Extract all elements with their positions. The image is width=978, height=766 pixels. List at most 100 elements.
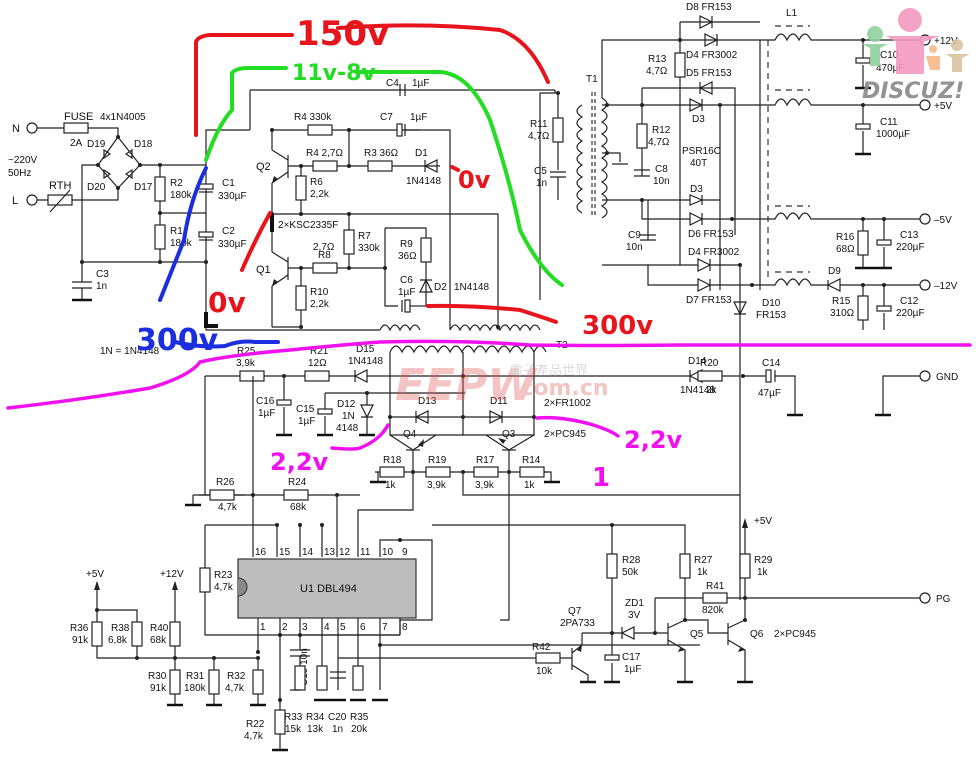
q3-label: Q3 <box>502 429 516 440</box>
q-pair-label: 2×KSC2335F <box>278 220 338 231</box>
psr-sub: 40T <box>690 158 707 169</box>
r14-label: R14 <box>522 455 541 466</box>
r21-value: 12Ω <box>308 358 327 369</box>
power-good-section: R28 50k R27 1k +5V R29 1k R41 820k PG ZD… <box>432 516 951 684</box>
r23-label: R23 <box>214 570 233 581</box>
r12-value: 4,7Ω <box>648 137 670 148</box>
r25-label: R25 <box>237 346 256 357</box>
d12-value2: 4148 <box>336 423 359 434</box>
d10-value: FR153 <box>756 310 786 321</box>
c20-label: C20 <box>328 712 347 723</box>
c13-value: 220µF <box>896 242 925 253</box>
eepw-text: EEPW <box>395 360 538 411</box>
r25-value: 3,9k <box>236 358 256 369</box>
zd1-value: 3V <box>628 610 641 621</box>
ic-pin-14: 14 <box>302 547 314 558</box>
terminal-minus12v[interactable] <box>919 279 931 291</box>
r2-value: 180k <box>170 190 193 201</box>
diode-note: 1N = 1N4148 <box>100 346 160 357</box>
transistor-q7 <box>571 633 589 682</box>
terminal-gnd[interactable] <box>919 370 931 382</box>
driver-section: R25 3,9k R21 12Ω D15 1N4148 C16 1µF C15 … <box>185 344 958 513</box>
r31-label: R31 <box>186 671 205 682</box>
ic-pin-10: 10 <box>382 547 394 558</box>
c12-value: 220µF <box>896 308 925 319</box>
r41-label: R41 <box>706 581 725 592</box>
annotation-one-mark: 1 <box>592 463 610 493</box>
ic-pin-7: 7 <box>382 622 388 633</box>
fuse <box>63 122 89 134</box>
r38-value: 6,8k <box>108 635 128 646</box>
terminal-l[interactable] <box>26 194 38 206</box>
c15-label: C15 <box>296 404 315 415</box>
d11-label: D11 <box>490 396 508 407</box>
r30-label: R30 <box>148 671 167 682</box>
c17-value: 1µF <box>624 664 641 675</box>
q2-label: Q2 <box>256 161 271 173</box>
transistor-q4 <box>389 434 437 495</box>
r19-value: 3,9k <box>427 480 447 491</box>
discuz-watermark: DISCUZ! <box>862 8 970 104</box>
output-section: R11 4,7Ω C5 1n T1 D8 FR153 D4 FR3002 R13… <box>528 2 958 600</box>
q1-label: Q1 <box>256 264 271 276</box>
rth-label: RTH <box>49 180 71 192</box>
annotation-0v-d1: 0v <box>458 166 491 194</box>
label-l: L <box>12 195 18 207</box>
annotation-2-2v-left: 2,2v <box>270 448 329 476</box>
r29-label: R29 <box>754 555 773 566</box>
r36-value: 91k <box>72 635 89 646</box>
terminal-minus5v[interactable] <box>919 213 931 225</box>
pg-label: PG <box>936 594 951 605</box>
d6-label: D6 FR153 <box>688 229 734 240</box>
r41-value: 820k <box>702 605 725 616</box>
r28-label: R28 <box>622 555 641 566</box>
thermistor-rth <box>47 194 73 206</box>
d1-value: 1N4148 <box>406 176 441 187</box>
d9-label: D9 <box>828 266 841 277</box>
ic-pin-1: 1 <box>260 622 266 633</box>
r8-value: 2,7Ω <box>313 242 335 253</box>
r3-label: R3 36Ω <box>364 148 399 159</box>
terminal-pg[interactable] <box>919 592 931 604</box>
ic-pin-4: 4 <box>324 622 330 633</box>
r18-value: 1k <box>385 480 397 491</box>
r6-value: 2,2k <box>310 189 330 200</box>
terminal-n[interactable] <box>26 122 38 134</box>
r26-value: 4,7k <box>218 502 238 513</box>
ic-pin-2: 2 <box>282 622 288 633</box>
psr-label: PSR16C <box>682 146 721 157</box>
discuz-text: DISCUZ! <box>862 79 964 104</box>
d7-label: D7 FR153 <box>686 295 732 306</box>
c15-value: 1µF <box>298 416 315 427</box>
q4-label: Q4 <box>403 429 417 440</box>
r22-value: 4,7k <box>244 731 264 742</box>
r40-value: 68k <box>150 635 167 646</box>
bridge-label: 4x1N4005 <box>100 112 146 123</box>
c11-label: C11 <box>880 117 898 128</box>
c11-value: 1000µF <box>876 129 910 140</box>
q6-label: Q6 <box>750 629 764 640</box>
c1-label: C1 <box>222 178 235 189</box>
r33-label: R33 <box>284 712 303 723</box>
r32-value: 4,7k <box>225 683 245 694</box>
plus12v-label: +12V <box>934 36 958 47</box>
d12-value1: 1N <box>342 411 355 422</box>
sense-plus12v-label: +12V <box>160 569 184 580</box>
half-bridge-section: C4 1µF R4 330k C7 1µF Q2 R4 2,7Ω R3 36Ω … <box>100 78 568 357</box>
r22-label: R22 <box>246 719 265 730</box>
terminal-plus5v[interactable] <box>919 99 931 111</box>
d3b-label: D3 <box>690 184 703 195</box>
r4a-label: R4 330k <box>294 112 332 123</box>
sense-plus5v-label: +5V <box>86 569 104 580</box>
d15-label: D15 <box>356 344 375 355</box>
r31-value: 180k <box>184 683 207 694</box>
r32-label: R32 <box>227 671 246 682</box>
r15-label: R15 <box>832 296 851 307</box>
c8-label: C8 <box>655 164 668 175</box>
annotation-150v: 150v <box>296 14 389 54</box>
r19-label: R19 <box>428 455 447 466</box>
r28-value: 50k <box>622 567 639 578</box>
c14-value: 47µF <box>758 388 781 399</box>
r12-label: R12 <box>652 125 671 136</box>
minus5v-label: –5V <box>934 215 952 226</box>
